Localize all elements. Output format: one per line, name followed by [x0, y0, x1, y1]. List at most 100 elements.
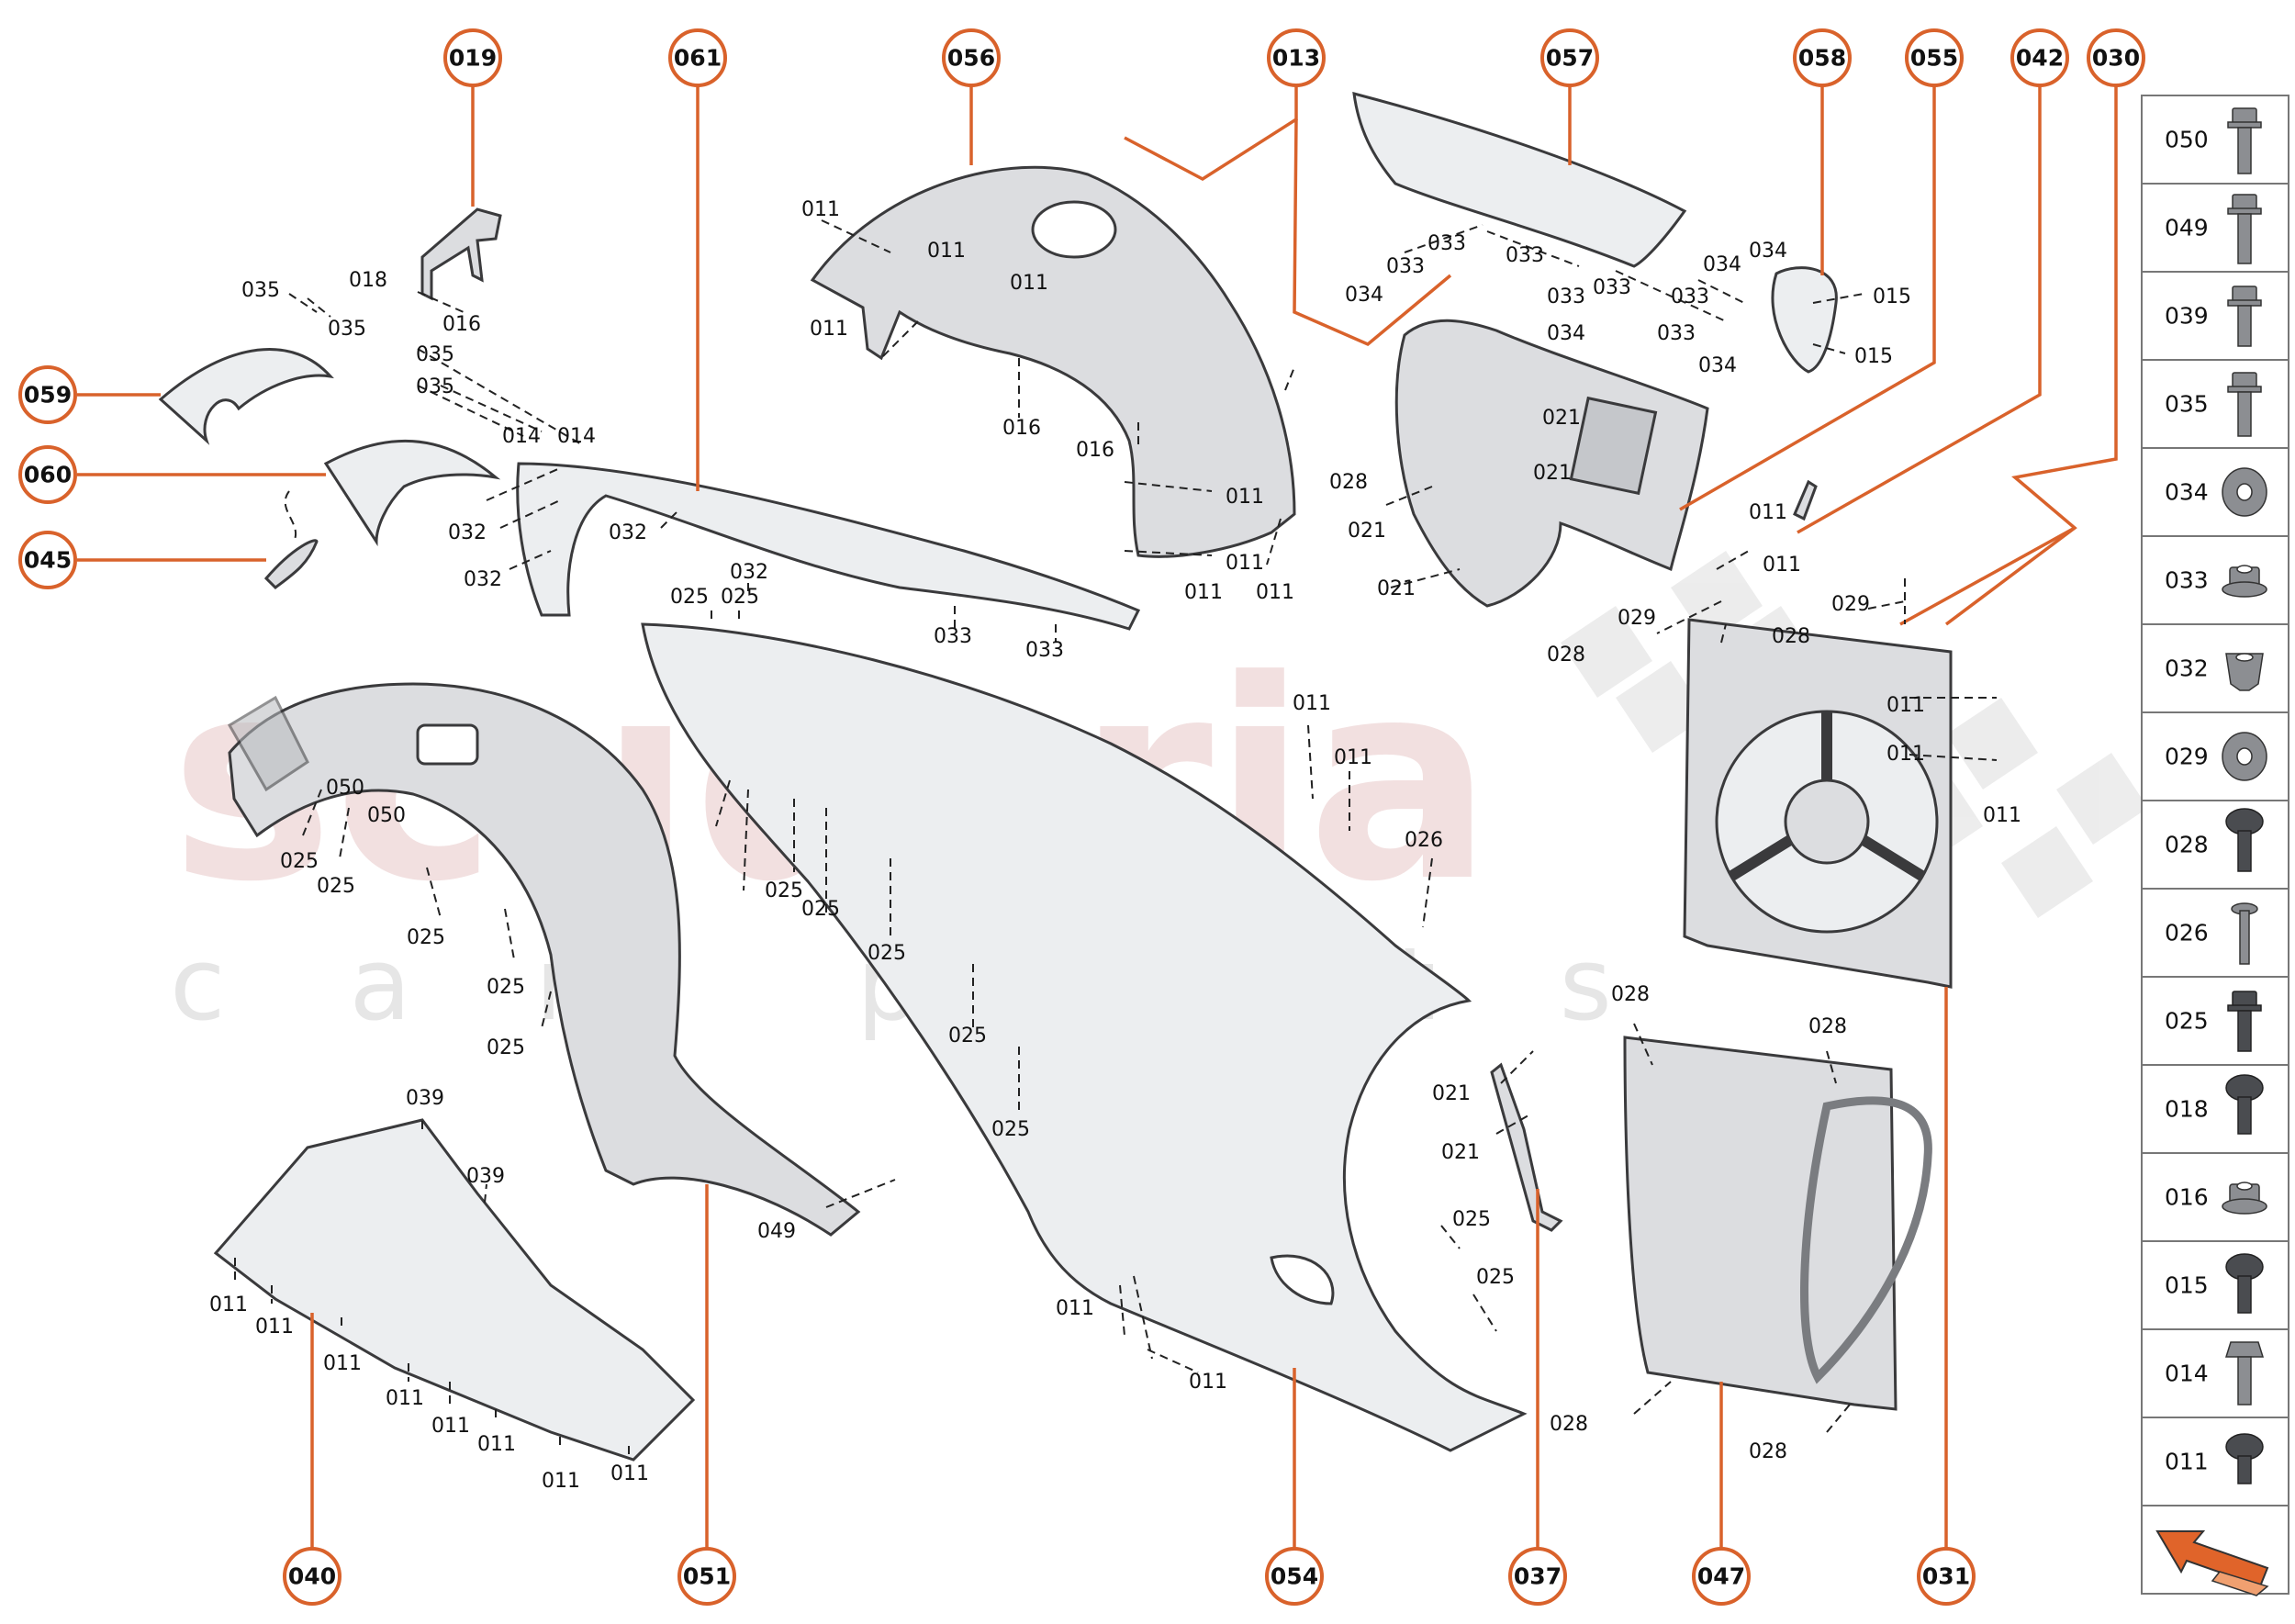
dashed-leaders: [234, 219, 1998, 1460]
callout-059[interactable]: 059: [18, 365, 77, 424]
callouts: 019 061 056 013 057 058 055 042 030 059 …: [18, 28, 2145, 1606]
part-label: 021: [1441, 1141, 1480, 1164]
part-label: 035: [328, 318, 366, 341]
fastener-legend: 050 049 039 035 034 033 032 029 028 026 …: [2141, 95, 2289, 1596]
legend-row[interactable]: [2141, 359, 2289, 449]
legend-row[interactable]: [2141, 535, 2289, 625]
legend-row[interactable]: [2141, 800, 2289, 890]
part-055-grille: [1569, 396, 1658, 496]
part-label: 034: [1547, 322, 1585, 345]
legend-row[interactable]: [2141, 1064, 2289, 1154]
callout-label: 040: [288, 1563, 336, 1590]
part-label: 025: [280, 850, 319, 873]
part-label: 035: [241, 279, 280, 302]
callout-030[interactable]: 030: [2087, 28, 2145, 87]
callout-054[interactable]: 054: [1265, 1547, 1324, 1606]
part-058-plate: [1771, 266, 1838, 374]
callout-061[interactable]: 061: [668, 28, 727, 87]
callout-013[interactable]: 013: [1267, 28, 1326, 87]
part-label: 028: [1772, 625, 1810, 648]
callout-042[interactable]: 042: [2010, 28, 2069, 87]
part-label: 014: [557, 425, 596, 448]
part-label: 011: [1010, 272, 1048, 295]
part-060-panel: [323, 439, 501, 547]
callout-058[interactable]: 058: [1793, 28, 1852, 87]
part-031-fan-spokes: [1727, 711, 1927, 882]
legend-row[interactable]: [2141, 183, 2289, 273]
part-label: 034: [1703, 253, 1741, 276]
part-label: 011: [1184, 581, 1223, 604]
part-label: 028: [1749, 1440, 1787, 1463]
legend-row[interactable]: [2141, 95, 2289, 185]
legend-row[interactable]: [2141, 1240, 2289, 1330]
part-label: 011: [477, 1433, 516, 1456]
callout-056[interactable]: 056: [942, 28, 1001, 87]
legend-code: 018: [2165, 1096, 2209, 1123]
legend-row[interactable]: [2141, 1152, 2289, 1242]
part-label: 025: [407, 926, 445, 949]
legend-row[interactable]: [2141, 888, 2289, 978]
part-label: 011: [1763, 554, 1801, 577]
part-label: 033: [1386, 255, 1425, 278]
part-label: 016: [1076, 439, 1114, 462]
part-054-vent: [1270, 1254, 1335, 1305]
part-label: 035: [416, 343, 454, 366]
callout-019[interactable]: 019: [443, 28, 502, 87]
part-label: 028: [1611, 983, 1650, 1006]
legend-code: 011: [2165, 1449, 2209, 1475]
part-label: 025: [868, 942, 906, 965]
part-051-intake-box: [227, 695, 309, 792]
part-label: 025: [801, 898, 840, 921]
part-056-opening: [1031, 200, 1117, 259]
legend-code: 015: [2165, 1272, 2209, 1299]
legend-code: 016: [2165, 1184, 2209, 1211]
part-label: 039: [406, 1087, 444, 1110]
hex-bolt-icon: [2224, 1341, 2265, 1406]
part-labels: 011 011 011 011 016 016 011 011 011 011 …: [209, 198, 2021, 1493]
legend-row[interactable]: [2141, 976, 2289, 1066]
callout-leaders: [77, 76, 2118, 1561]
callout-037[interactable]: 037: [1508, 1547, 1567, 1606]
flat-washer-icon: [2222, 732, 2267, 781]
part-label: 011: [431, 1415, 470, 1438]
part-label: 011: [1056, 1297, 1094, 1320]
legend-code: 039: [2165, 303, 2209, 330]
legend-row[interactable]: [2141, 1328, 2289, 1418]
wire-045: [284, 490, 297, 543]
part-label: 011: [1886, 743, 1925, 766]
part-042-strip: [1793, 479, 1818, 521]
part-label: 034: [1698, 354, 1737, 377]
part-label: 033: [1427, 232, 1466, 255]
part-label: 032: [448, 521, 487, 544]
legend-row[interactable]: [2141, 1417, 2289, 1506]
part-label: 011: [542, 1470, 580, 1493]
pan-head-screw-icon: [2225, 808, 2264, 872]
callout-040[interactable]: 040: [283, 1547, 341, 1606]
callout-060[interactable]: 060: [18, 445, 77, 504]
legend-row[interactable]: [2141, 623, 2289, 713]
callout-031[interactable]: 031: [1917, 1547, 1976, 1606]
part-label: 021: [1432, 1082, 1471, 1105]
callout-label: 061: [674, 45, 722, 72]
part-057-cover: [1352, 91, 1687, 268]
part-label: 011: [323, 1352, 362, 1375]
hex-flange-bolt-icon: [2227, 991, 2262, 1052]
callout-045[interactable]: 045: [18, 531, 77, 589]
part-056-panel: [810, 165, 1296, 558]
part-label: 050: [367, 804, 406, 827]
part-label: 025: [487, 976, 525, 999]
callout-055[interactable]: 055: [1905, 28, 1964, 87]
part-055-intake: [1394, 319, 1709, 608]
part-label: 028: [1808, 1015, 1847, 1038]
callout-label: 054: [1271, 1563, 1318, 1590]
pan-head-screw-short-icon: [2225, 1433, 2264, 1484]
part-label: 015: [1873, 286, 1911, 308]
part-label: 028: [1547, 644, 1585, 666]
callout-057[interactable]: 057: [1540, 28, 1599, 87]
callout-047[interactable]: 047: [1692, 1547, 1751, 1606]
part-label: 033: [1547, 286, 1585, 308]
legend-row[interactable]: [2141, 271, 2289, 361]
part-label: 032: [464, 568, 502, 591]
direction-arrow-icon: [2155, 1530, 2269, 1596]
callout-051[interactable]: 051: [677, 1547, 736, 1606]
